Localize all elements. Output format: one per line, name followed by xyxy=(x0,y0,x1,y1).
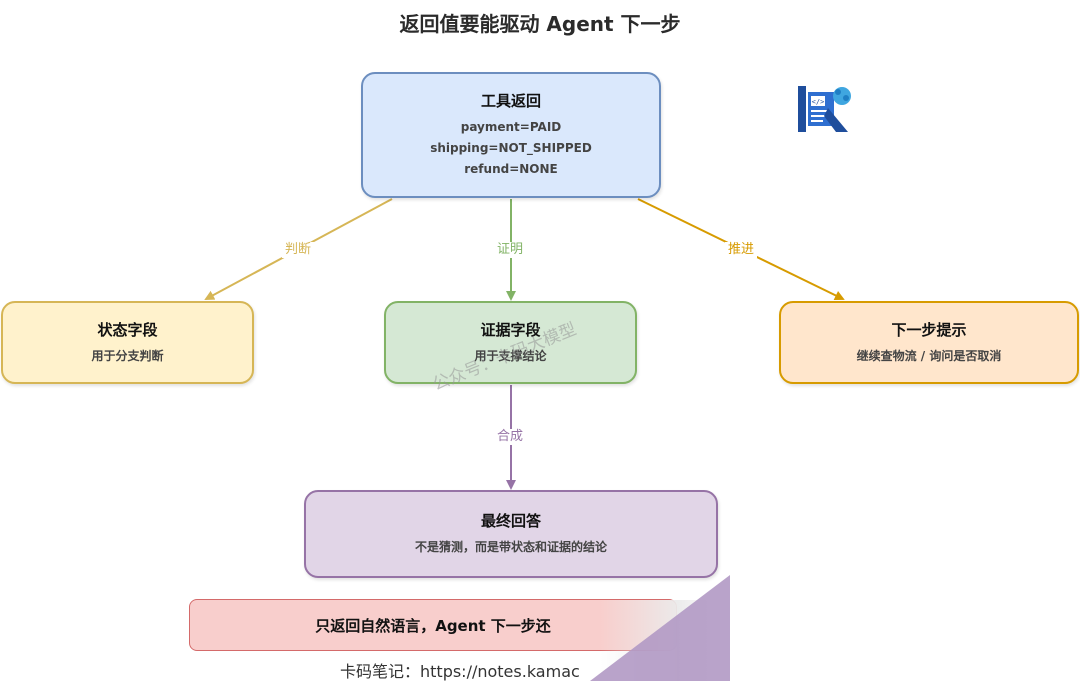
edge-label-advance: 推进 xyxy=(725,242,758,258)
node-evidence-field: 证据字段 用于支撑结论 xyxy=(384,301,637,384)
node-final-heading: 最终回答 xyxy=(480,512,541,530)
svg-text:</>: </> xyxy=(812,98,825,106)
node-tool-heading: 工具返回 xyxy=(480,92,541,110)
node-status-sub: 用于分支判断 xyxy=(91,348,164,363)
node-tool-return: 工具返回 payment=PAID shipping=NOT_SHIPPED r… xyxy=(361,72,661,198)
node-tool-line: refund=NONE xyxy=(464,162,558,176)
node-next-sub: 继续查物流 / 询问是否取消 xyxy=(856,348,1002,363)
page-curl xyxy=(590,575,730,681)
node-final-sub: 不是猜测，而是带状态和证据的结论 xyxy=(414,540,607,554)
edge-label-judge: 判断 xyxy=(282,242,315,258)
node-evidence-sub: 用于支撑结论 xyxy=(474,348,547,363)
node-next-heading: 下一步提示 xyxy=(891,320,967,339)
footer-link-text: 卡码笔记：https://notes.kamac xyxy=(340,662,580,681)
code-document-k-logo-icon: </> xyxy=(798,86,851,132)
node-status-heading: 状态字段 xyxy=(97,320,158,339)
node-next-step-hint: 下一步提示 继续查物流 / 询问是否取消 xyxy=(779,301,1079,384)
diagram-title: 返回值要能驱动 Agent 下一步 xyxy=(399,12,681,36)
node-evidence-heading: 证据字段 xyxy=(480,320,541,339)
node-tool-line: shipping=NOT_SHIPPED xyxy=(430,141,592,155)
node-status-field: 状态字段 用于分支判断 xyxy=(1,301,254,384)
edge-label-compose: 合成 xyxy=(494,429,527,445)
node-final-answer: 最终回答 不是猜测，而是带状态和证据的结论 xyxy=(304,490,718,578)
edge-label-prove: 证明 xyxy=(494,242,527,258)
node-tool-line: payment=PAID xyxy=(460,120,562,134)
